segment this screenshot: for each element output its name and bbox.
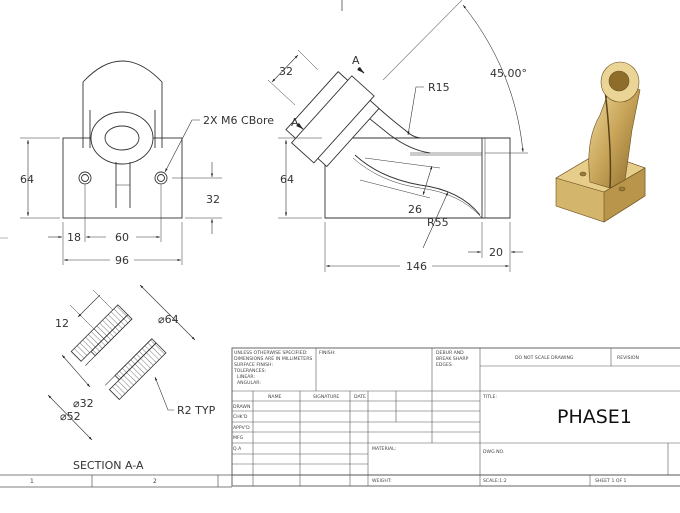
curve-radius-dim: R55 xyxy=(427,216,449,229)
fillet-r15-dim: R15 xyxy=(428,81,450,94)
bore-dia-dim: ⌀32 xyxy=(73,397,94,410)
zone-strip xyxy=(0,474,232,488)
title-block xyxy=(231,347,680,487)
deburr-line-1: DEBUR AND xyxy=(436,350,464,356)
dwg-no-label: DWG NO. xyxy=(483,449,504,455)
side-length-dim: 146 xyxy=(406,260,427,273)
weight-label: WEIGHT: xyxy=(372,478,392,484)
row-qa: Q.A xyxy=(233,446,242,452)
do-not-scale: DO NOT SCALE DRAWING xyxy=(515,355,574,361)
angle-dim: 45.00° xyxy=(490,67,527,80)
tolerance-note-4: TOLERANCES: xyxy=(233,368,266,374)
tolerance-note-6: ANGULAR: xyxy=(237,380,261,386)
section-label: SECTION A-A xyxy=(73,459,144,472)
front-view xyxy=(20,60,222,265)
section-view xyxy=(47,284,196,441)
tolerance-note-1: UNLESS OTHERWISE SPECIFIED: xyxy=(234,350,308,356)
front-hole-spacing-dim: 60 xyxy=(115,231,129,244)
row-approved: APPV'D xyxy=(233,425,250,431)
section-depth-dim: 12 xyxy=(55,317,69,330)
side-height-dim: 64 xyxy=(280,173,294,186)
title-label: TITLE: xyxy=(482,394,497,400)
tolerance-note-3: SURFACE FINISH: xyxy=(234,362,273,368)
foot-dim: 20 xyxy=(489,246,503,259)
front-hole-height-dim: 32 xyxy=(206,193,220,206)
header-date: DATE xyxy=(354,394,366,400)
rib-thickness-dim: 26 xyxy=(408,203,422,216)
revision-label: REVISION xyxy=(617,355,639,361)
cbore-dia-dim: ⌀52 xyxy=(60,410,81,423)
front-width-dim: 96 xyxy=(115,254,129,267)
front-height-dim: 64 xyxy=(20,173,34,186)
row-checked: CHK'D xyxy=(233,414,248,420)
drawing-title: PHASE1 xyxy=(557,406,632,428)
deburr-line-3: EDGES xyxy=(436,362,452,368)
finish-label: FINISH: xyxy=(319,350,336,356)
isometric-view xyxy=(555,61,646,223)
side-view xyxy=(267,0,528,272)
scale-label: SCALE:1:2 xyxy=(483,478,507,484)
deburr-line-2: BREAK SHARP xyxy=(436,356,469,362)
fillet-r2-dim: R2 TYP xyxy=(177,404,216,417)
row-mfg: MFG xyxy=(233,435,244,441)
tolerance-note-2: DIMENSIONS ARE IN MILLIMETERS xyxy=(234,356,312,362)
cbore-callout: 2X M6 CBore xyxy=(203,114,274,127)
tolerance-note-5: LINEAR: xyxy=(237,374,255,380)
header-signature: SIGNATURE xyxy=(313,394,339,400)
material-label: MATERIAL: xyxy=(372,446,397,452)
section-marker-bottom: A xyxy=(291,116,299,129)
section-marker-top: A xyxy=(352,54,360,67)
zone-2: 2 xyxy=(153,478,157,485)
header-name: NAME xyxy=(268,394,282,400)
boss-width-dim: 32 xyxy=(279,65,293,78)
front-hole-offset-dim: 18 xyxy=(67,231,81,244)
row-drawn: DRAWN xyxy=(233,404,250,410)
outer-dia-dim: ⌀64 xyxy=(158,313,179,326)
sheet-label: SHEET 1 OF 1 xyxy=(595,478,627,484)
zone-1: 1 xyxy=(30,478,34,485)
